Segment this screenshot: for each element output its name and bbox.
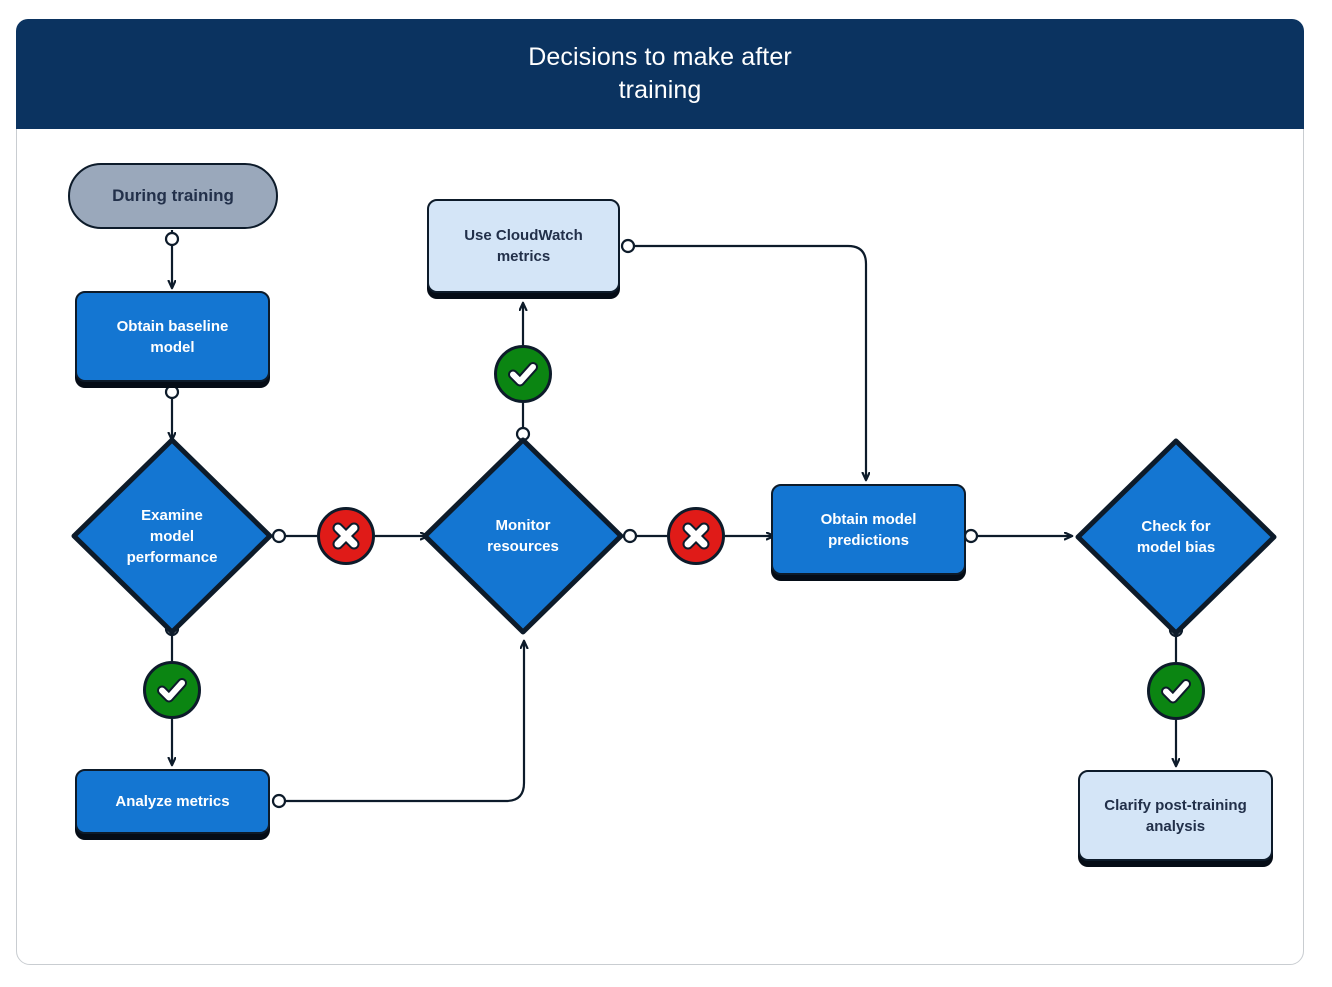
check-icon — [1161, 679, 1191, 704]
page-title: Decisions to make after training — [528, 43, 792, 104]
node-during-training[interactable]: During training — [68, 163, 278, 229]
node-obtain-baseline-model[interactable]: Obtain baseline model — [75, 291, 270, 382]
node-label: During training — [112, 186, 234, 205]
badge-check-monitor-resources[interactable] — [494, 345, 552, 403]
diagram-header: Decisions to make after training — [16, 19, 1304, 129]
node-label: Analyze metrics — [115, 793, 230, 810]
node-examine-model-performance[interactable]: Examine model performance — [70, 436, 274, 636]
cross-icon — [682, 522, 710, 550]
badge-check-examine-model[interactable] — [143, 661, 201, 719]
check-icon — [508, 362, 538, 387]
node-use-cloudwatch-metrics[interactable]: Use CloudWatch metrics — [427, 199, 620, 293]
node-clarify-post-training-analysis[interactable]: Clarify post-training analysis — [1078, 770, 1273, 861]
node-label: Use CloudWatch metrics — [464, 227, 583, 265]
node-monitor-resources[interactable]: Monitor resources — [421, 436, 625, 636]
check-icon — [157, 678, 187, 703]
node-obtain-model-predictions[interactable]: Obtain model predictions — [771, 484, 966, 575]
node-label: Obtain model predictions — [820, 510, 917, 549]
diamond-shape — [422, 437, 624, 635]
node-label: Obtain baseline model — [116, 317, 229, 356]
node-check-for-model-bias[interactable]: Check for model bias — [1074, 437, 1278, 637]
diamond-shape — [1075, 438, 1277, 636]
node-analyze-metrics[interactable]: Analyze metrics — [75, 769, 270, 834]
badge-check-model-bias[interactable] — [1147, 662, 1205, 720]
cross-icon — [332, 522, 360, 550]
diamond-shape — [71, 437, 273, 635]
badge-cross-examine-model[interactable] — [317, 507, 375, 565]
node-label: Clarify post-training analysis — [1104, 796, 1247, 835]
badge-cross-monitor-resources[interactable] — [667, 507, 725, 565]
